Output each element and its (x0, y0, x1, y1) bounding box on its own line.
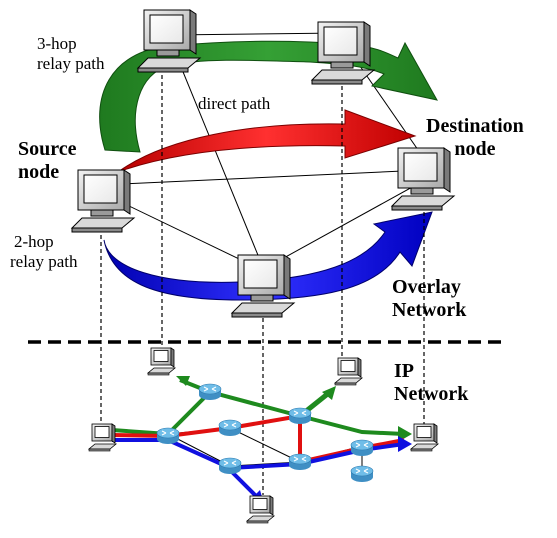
destination-line1: Destination (426, 115, 524, 137)
three-hop-label: 3-hop relay path (37, 34, 105, 73)
ip-line2: Network (394, 383, 469, 405)
three-hop-line1: 3-hop (37, 34, 77, 53)
relay-node-top-left (137, 9, 201, 73)
two-hop-relay-arrow (103, 211, 433, 301)
source-node-label: Source node (18, 138, 77, 184)
destination-line2: node (454, 138, 496, 160)
two-hop-line1: 2-hop (14, 232, 54, 251)
router-3 (218, 419, 242, 437)
ip-network-label: IP Network (394, 360, 468, 406)
source-line2: node (18, 161, 60, 183)
ip-host-source (88, 423, 117, 452)
router-7 (350, 439, 374, 457)
router-1 (198, 383, 222, 401)
ip-host-1 (147, 347, 176, 376)
router-5 (218, 457, 242, 475)
ip-host-destination (410, 423, 439, 452)
direct-path-label: direct path (198, 94, 271, 113)
overlay-network-label: Overlay Network (392, 276, 466, 322)
overlay-line2: Network (392, 299, 467, 321)
ip-host-3 (246, 495, 275, 524)
destination-node-label: Destination node (426, 115, 524, 161)
ip-host-2 (334, 357, 363, 386)
router-6 (288, 453, 312, 471)
router-8 (350, 465, 374, 483)
two-hop-line2: relay path (10, 251, 78, 271)
three-hop-line2: relay path (37, 53, 105, 73)
two-hop-label: 2-hop relay path (10, 232, 78, 271)
overlay-line1: Overlay (392, 276, 461, 298)
relay-node-top-right (311, 21, 375, 85)
source-node (71, 169, 135, 233)
source-line1: Source (18, 138, 77, 160)
direct-path-arrow (117, 109, 417, 173)
ip-green-path (111, 378, 405, 437)
relay-node-bottom (231, 254, 295, 318)
router-4 (288, 407, 312, 425)
ip-line1: IP (394, 360, 414, 382)
router-2 (156, 427, 180, 445)
